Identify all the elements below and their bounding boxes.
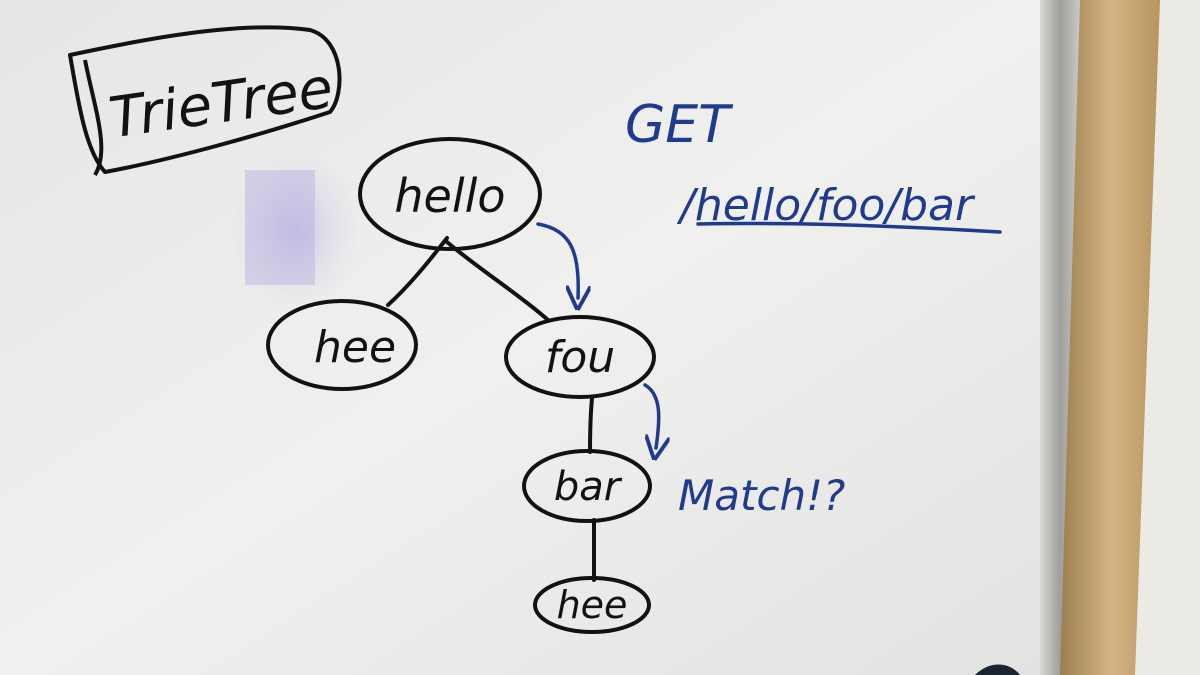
- traverse-arrow-2: [643, 383, 659, 448]
- match-text: Match!?: [678, 471, 845, 520]
- node-fou-ellipse: [504, 315, 656, 399]
- node-bar-label: bar: [554, 464, 623, 510]
- projector-glare: [230, 150, 360, 310]
- node-leaf-hee-label: hee: [557, 583, 628, 627]
- board-surface: [0, 0, 1060, 675]
- request-path-underline: [696, 221, 1002, 234]
- title-box: [68, 25, 342, 174]
- traverse-arrow-1: [536, 222, 578, 298]
- dark-object-bottom: [975, 664, 1020, 675]
- node-hee-label: hee: [314, 322, 396, 373]
- title-box-underline: [83, 59, 104, 177]
- edge-fou-bar: [588, 396, 594, 454]
- door-trim: [1060, 0, 1160, 675]
- edge-hello-hee: [386, 236, 449, 307]
- node-hello-ellipse: [358, 137, 542, 251]
- projector-glare-core: [245, 170, 315, 285]
- node-hee-ellipse: [266, 299, 418, 391]
- edge-hello-fou: [445, 240, 550, 322]
- node-bar-ellipse: [522, 449, 652, 523]
- request-method: GET: [625, 95, 734, 155]
- node-leaf-hee-ellipse: [533, 576, 651, 634]
- node-fou-label: fou: [545, 332, 615, 383]
- node-hello-label: hello: [394, 169, 505, 223]
